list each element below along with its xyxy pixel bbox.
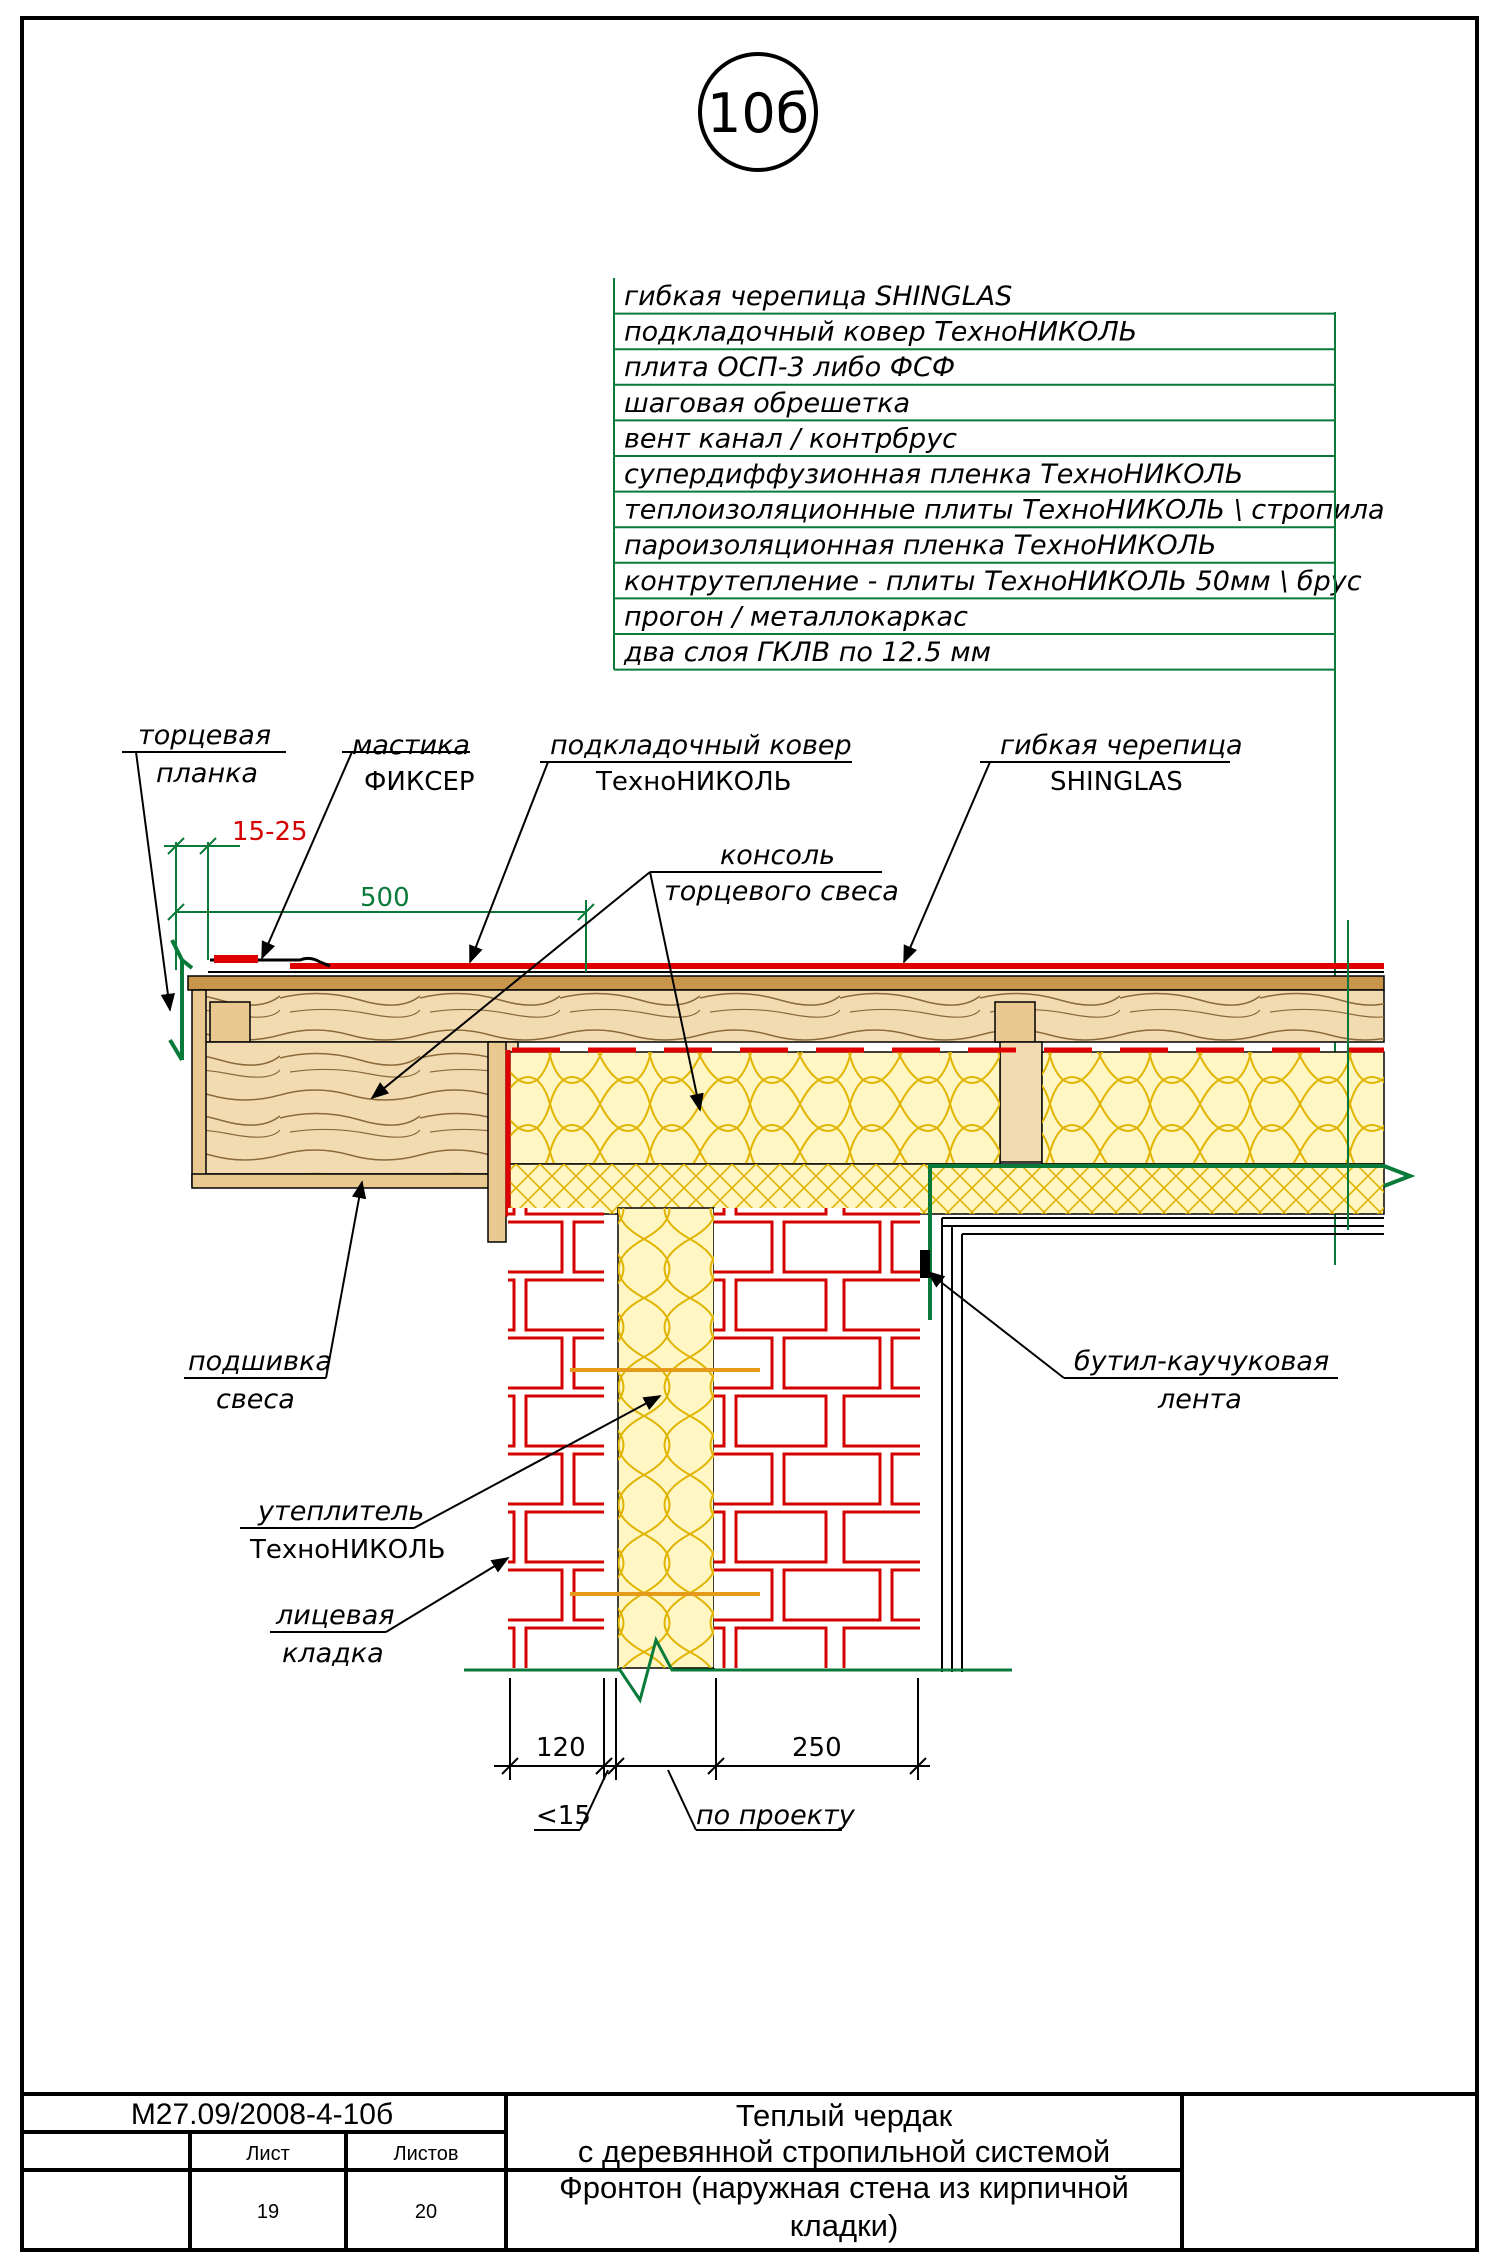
sheet-number: 19 bbox=[257, 2201, 279, 2223]
sheets-label: Листов bbox=[394, 2143, 459, 2165]
osb-board bbox=[187, 975, 1385, 991]
interior-finish bbox=[941, 1217, 1384, 1672]
dimensions bbox=[164, 837, 595, 972]
callout-insulation-2: ТехноНИКОЛЬ bbox=[249, 1535, 445, 1565]
callout-soffit-1: подшивка bbox=[188, 1346, 332, 1377]
callout-leaders bbox=[122, 751, 1338, 1633]
layer-item: прогон / металлокаркас bbox=[624, 601, 968, 632]
end-plank bbox=[168, 939, 194, 1062]
callout-shingles-2: SHINGLAS bbox=[1050, 767, 1183, 797]
console-end-board bbox=[191, 989, 207, 1187]
callout-console-1: консоль bbox=[720, 840, 835, 871]
callout-underlay-1: подкладочный ковер bbox=[550, 730, 852, 761]
starter-strip bbox=[210, 956, 331, 968]
detail-badge: 10б bbox=[707, 82, 809, 145]
callout-mastic-2: ФИКСЕР bbox=[364, 767, 475, 797]
structural-brick-pattern bbox=[714, 1208, 920, 1668]
layer-item: два слоя ГКЛВ по 12.5 мм bbox=[623, 637, 991, 668]
counter-insulation-pattern bbox=[510, 1164, 1384, 1214]
doc-code: М27.09/2008-4-10б bbox=[131, 2098, 393, 2131]
callout-mastic-1: мастика bbox=[352, 730, 470, 761]
layer-item: шаговая обрешетка bbox=[624, 388, 910, 419]
layer-item: вент канал / контрбрус bbox=[624, 423, 957, 454]
rafter bbox=[999, 1041, 1043, 1163]
wall-assembly bbox=[464, 1207, 1012, 1704]
batten-zone-grain bbox=[200, 990, 1384, 1042]
layer-item: плита ОСП-3 либо ФСФ bbox=[624, 352, 955, 383]
callout-butyl-tape-1: бутил-каучуковая bbox=[1074, 1346, 1329, 1377]
layer-list: гибкая черепица SHINGLAS подкладочный ков… bbox=[613, 278, 1385, 671]
layer-item: теплоизоляционные плиты ТехноНИКОЛЬ \ ст… bbox=[624, 495, 1385, 526]
layer-item: пароизоляционная пленка ТехноНИКОЛЬ bbox=[624, 530, 1217, 561]
layer-item: гибкая черепица SHINGLAS bbox=[624, 281, 1012, 312]
insulation-right-pattern bbox=[1042, 1052, 1384, 1164]
callout-facing-1: лицевая bbox=[275, 1600, 395, 1631]
counter-batten-2 bbox=[994, 1001, 1036, 1043]
wall-insulation-pattern bbox=[618, 1208, 714, 1668]
dim-facing-width: 120 bbox=[536, 1733, 586, 1763]
dim-overlap: 500 bbox=[360, 883, 410, 913]
dim-air-gap: <15 bbox=[536, 1801, 591, 1831]
break-line bbox=[464, 1635, 1012, 1704]
title-line-1: Теплый чердак bbox=[736, 2098, 953, 2133]
callout-facing-2: кладка bbox=[282, 1638, 384, 1669]
dim-gap: 15-25 bbox=[232, 817, 308, 847]
soffit-board bbox=[191, 1173, 505, 1189]
sheet-label: Лист bbox=[246, 2143, 289, 2165]
layer-item: подкладочный ковер ТехноНИКОЛЬ bbox=[624, 317, 1137, 348]
callout-shingles-1: гибкая черепица bbox=[1000, 730, 1243, 761]
callout-end-plank-1: торцевая bbox=[138, 720, 271, 751]
sheet-frame bbox=[20, 16, 1479, 2252]
console-beam-grain bbox=[200, 1042, 518, 1174]
title-block bbox=[22, 2092, 1477, 2250]
callout-end-plank-2: планка bbox=[156, 758, 258, 789]
callout-underlay-2: ТехноНИКОЛЬ bbox=[595, 767, 791, 797]
title-line-2: с деревянной стропильной системой bbox=[578, 2134, 1110, 2169]
sheets-total: 20 bbox=[415, 2201, 437, 2223]
callout-insulation-1: утеплитель bbox=[257, 1496, 424, 1527]
dim-wall-width: 250 bbox=[792, 1733, 842, 1763]
facing-brick-pattern bbox=[508, 1208, 604, 1668]
dim-per-project: по проекту bbox=[696, 1800, 856, 1831]
layer-item: супердиффузионная пленка ТехноНИКОЛЬ bbox=[624, 459, 1243, 490]
bottom-dimensions bbox=[494, 1678, 930, 1831]
vapour-barrier bbox=[928, 1164, 1416, 1320]
layer-item: контрутепление - плиты ТехноНИКОЛЬ 50мм … bbox=[624, 566, 1362, 597]
title-line-3: Фронтон (наружная стена из кирпичной bbox=[559, 2170, 1129, 2205]
callout-soffit-2: свеса bbox=[216, 1384, 295, 1415]
counter-batten-1 bbox=[209, 1001, 251, 1043]
mastic-fixer bbox=[214, 955, 258, 963]
callout-butyl-tape-2: лента bbox=[1157, 1384, 1242, 1415]
callout-console-2: торцевого свеса bbox=[664, 876, 899, 907]
fascia-board bbox=[487, 1041, 507, 1243]
butyl-tape bbox=[920, 1250, 930, 1278]
title-line-4: кладки) bbox=[790, 2208, 899, 2243]
detail-badge-circle bbox=[698, 52, 818, 172]
roof-assembly bbox=[168, 920, 1416, 1672]
insulation-left-pattern bbox=[510, 1052, 1000, 1164]
